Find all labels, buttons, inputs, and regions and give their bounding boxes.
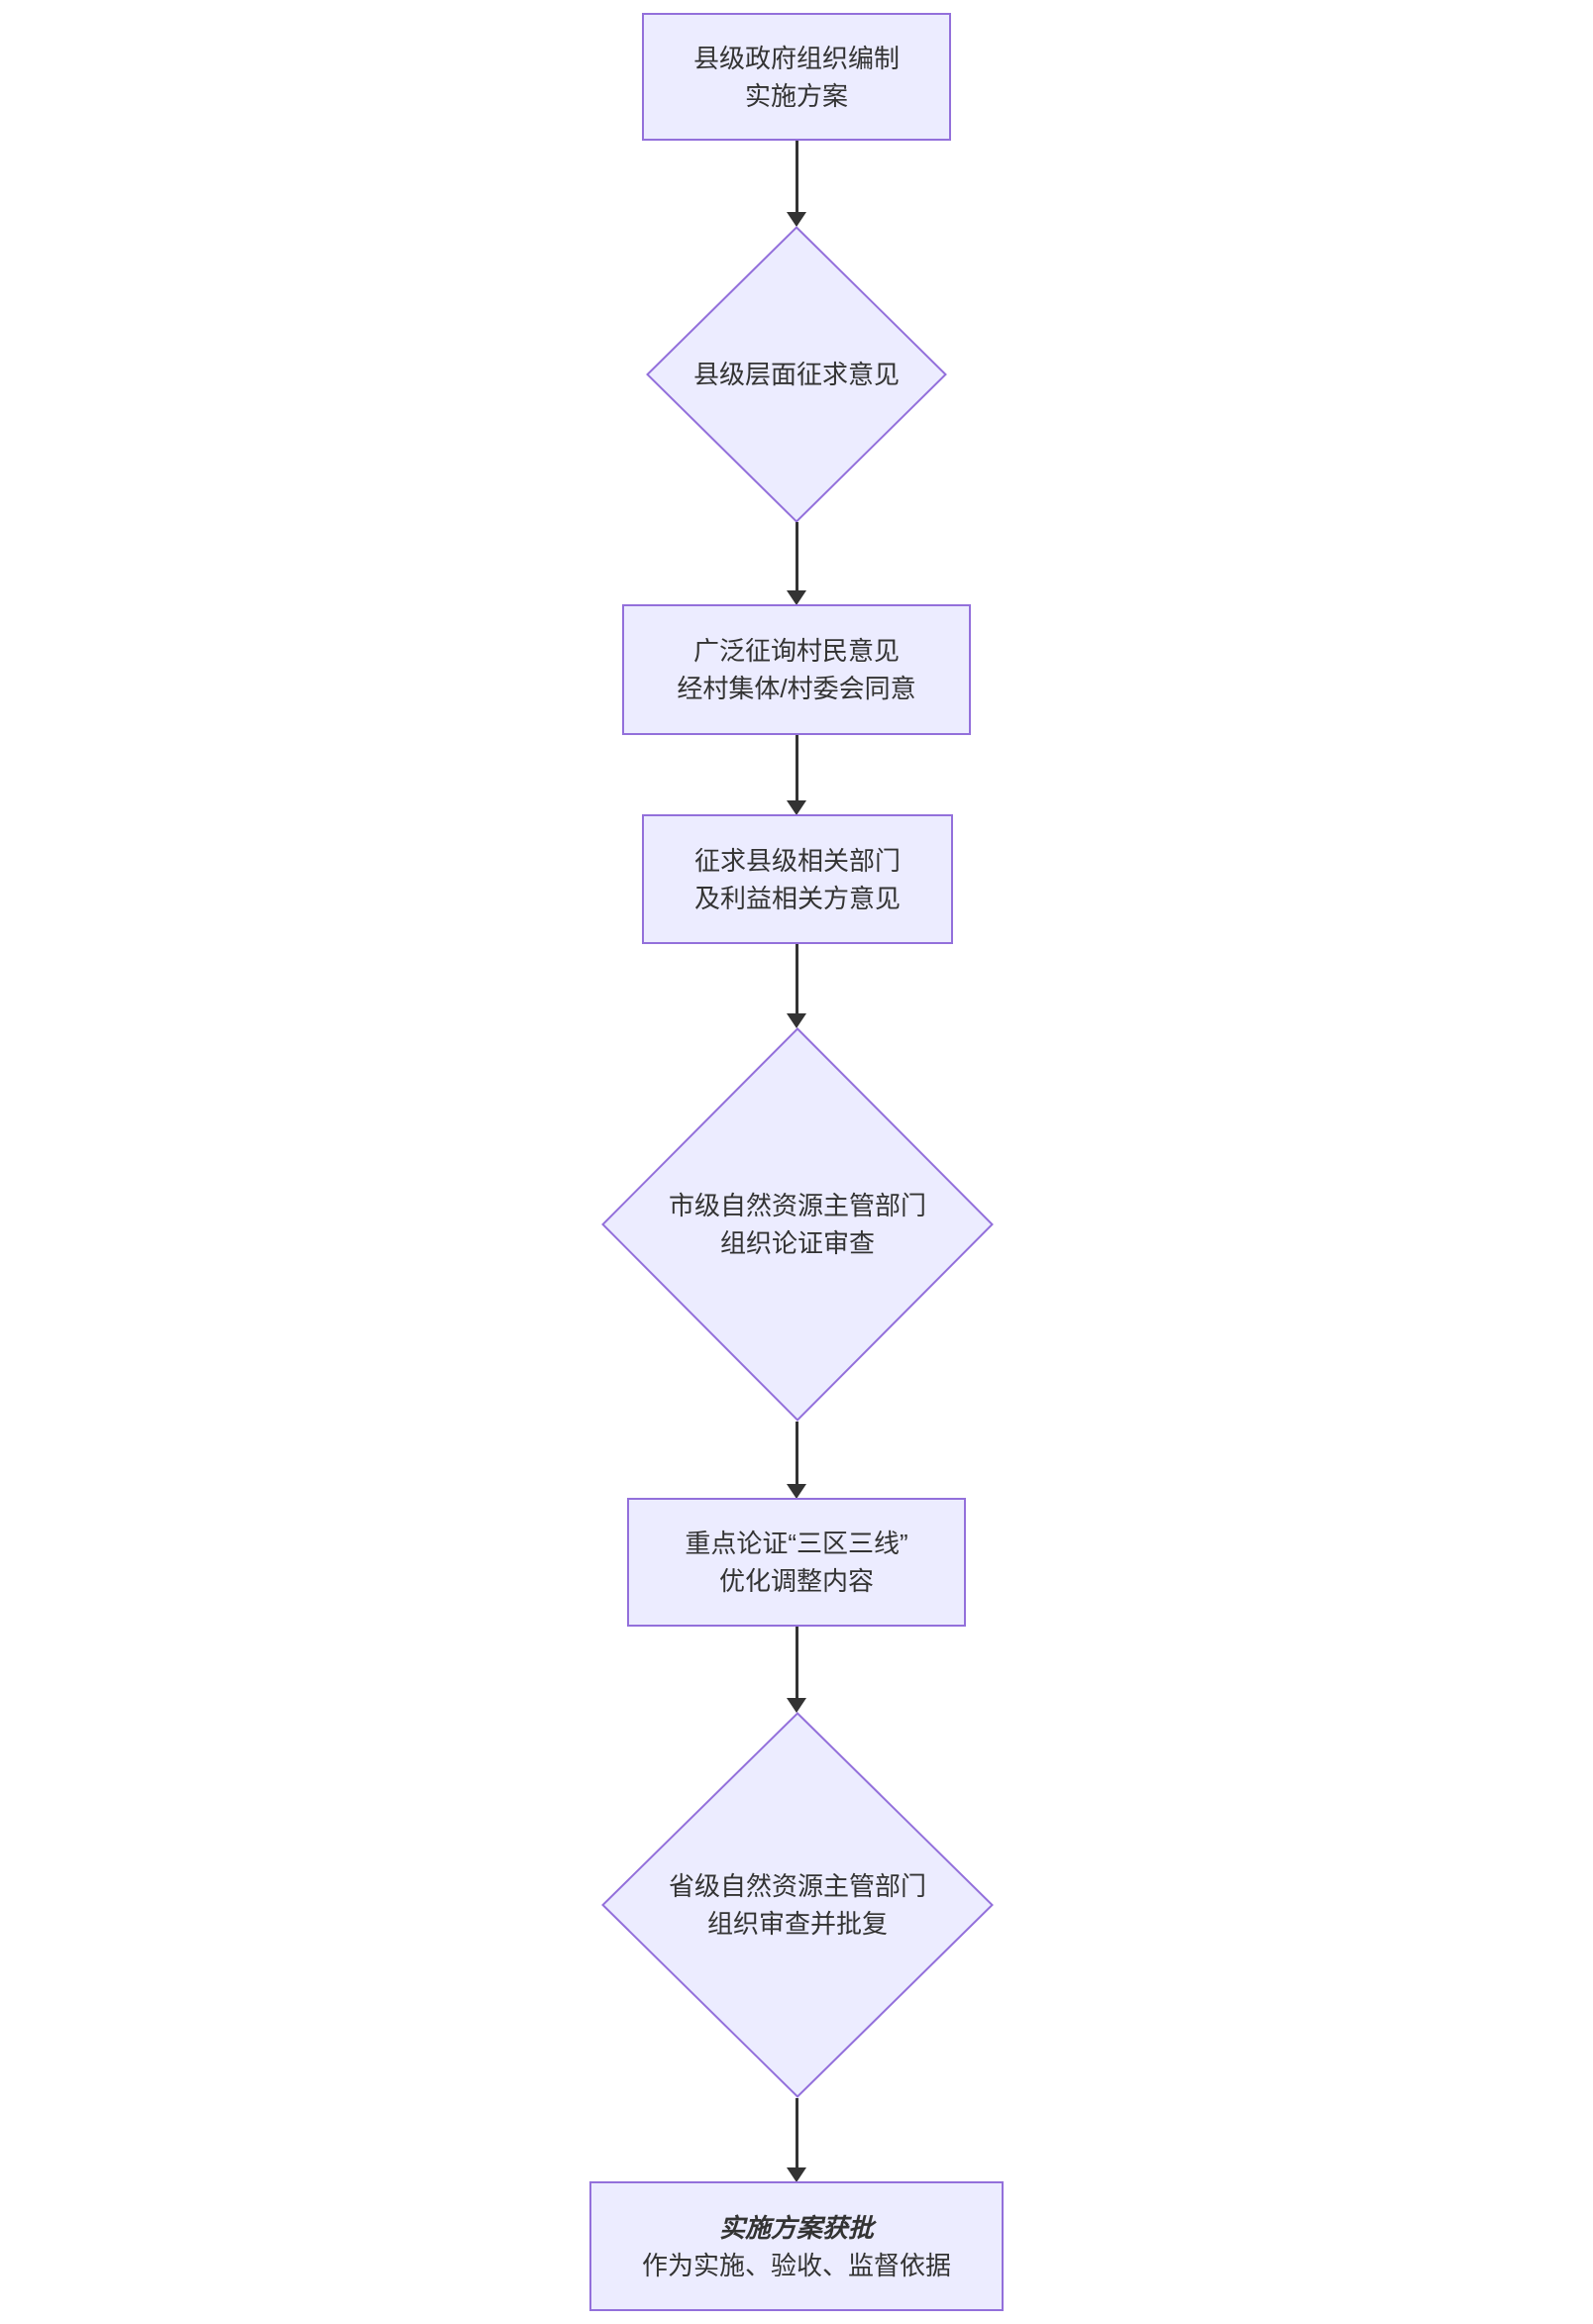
arrow-head-icon	[787, 590, 806, 605]
node-line: 重点论证“三区三线”	[685, 1529, 908, 1558]
node-line: 省级自然资源主管部门	[668, 1871, 926, 1901]
node-line: 组织审查并批复	[706, 1909, 888, 1939]
node-plan-approved: 实施方案获批 作为实施、验收、监督依据	[589, 2181, 1004, 2311]
arrow-head-icon	[787, 1013, 806, 1028]
node-province-review-approval: 省级自然资源主管部门 组织审查并批复	[601, 1712, 994, 2098]
node-line-emphasis: 实施方案获批	[718, 2212, 874, 2243]
arrow-line	[796, 735, 798, 802]
arrow-line	[796, 141, 798, 214]
arrow-line	[796, 2098, 798, 2169]
arrow-line	[796, 1422, 798, 1486]
arrow-line	[796, 1627, 798, 1700]
node-line: 广泛征询村民意见	[692, 636, 900, 666]
node-line: 组织论证审查	[719, 1228, 875, 1258]
node-line: 市级自然资源主管部门	[668, 1191, 926, 1220]
node-line: 及利益相关方意见	[693, 883, 901, 913]
node-line: 优化调整内容	[718, 1566, 874, 1596]
diamond-shape	[601, 1712, 994, 2098]
node-county-level-consultation: 县级层面征求意见	[646, 226, 947, 523]
arrow-head-icon	[787, 2167, 806, 2182]
arrow-head-icon	[787, 1698, 806, 1713]
diamond-shape	[646, 226, 947, 523]
node-line: 县级层面征求意见	[692, 360, 900, 389]
node-line: 作为实施、验收、监督依据	[641, 2250, 951, 2280]
arrow-head-icon	[787, 800, 806, 815]
arrow-line	[796, 522, 798, 592]
node-line: 征求县级相关部门	[693, 845, 901, 876]
arrow-head-icon	[787, 212, 806, 227]
node-line: 经村集体/村委会同意	[677, 674, 916, 703]
node-three-zones-three-lines-review: 重点论证“三区三线” 优化调整内容	[627, 1498, 966, 1627]
diamond-shape	[601, 1027, 994, 1422]
node-line: 县级政府组织编制	[692, 43, 900, 73]
node-county-gov-prepare-plan: 县级政府组织编制 实施方案	[642, 13, 951, 141]
node-county-departments-opinions: 征求县级相关部门 及利益相关方意见	[642, 814, 953, 944]
node-city-resources-review: 市级自然资源主管部门 组织论证审查	[601, 1027, 994, 1422]
node-villager-consultation: 广泛征询村民意见 经村集体/村委会同意	[622, 604, 971, 735]
node-line: 实施方案	[744, 80, 848, 111]
arrow-line	[796, 944, 798, 1015]
arrow-head-icon	[787, 1484, 806, 1499]
